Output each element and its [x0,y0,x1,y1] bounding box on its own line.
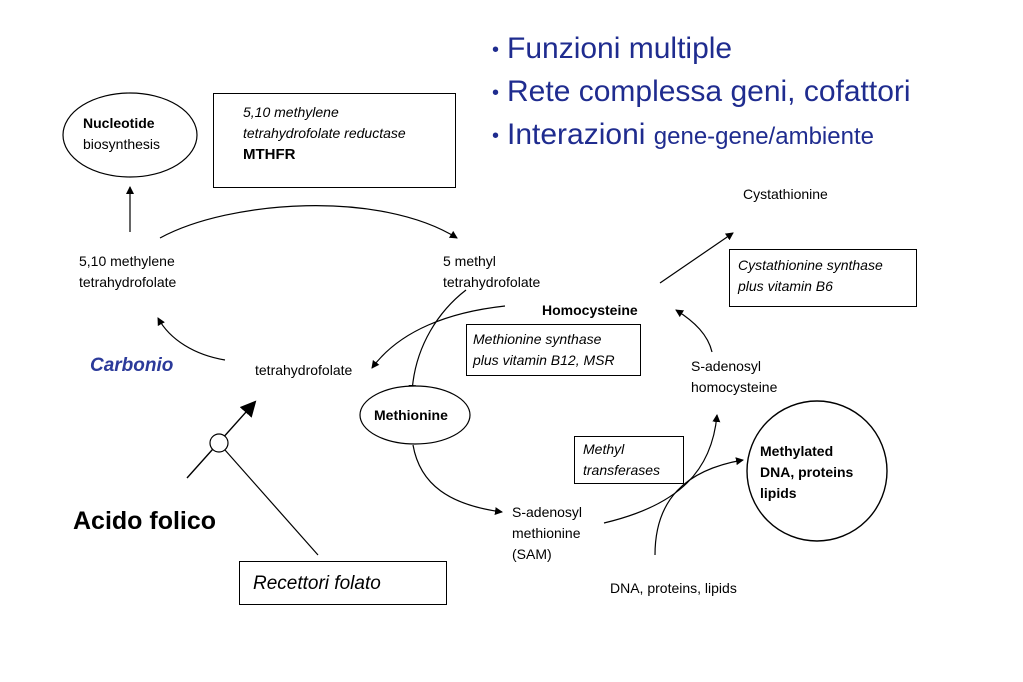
methionine-synthase-box [466,324,641,376]
sah-label: S-adenosyl homocysteine [691,358,778,395]
arrow-mthfr [159,205,458,239]
homocysteine-label: Homocysteine [542,302,638,318]
arrow-to-methylated [654,457,744,556]
methyl-transferases-box [574,436,684,484]
recettori-box [239,561,447,605]
recettori-label: Recettori folato [253,573,381,594]
receptor-line [224,449,319,556]
carbonio-label: Carbonio [90,355,174,376]
mthfr-box [213,93,456,188]
bullet-item: •Funzioni multiple [492,32,733,65]
receptor-circle [209,433,229,453]
bullet-item: •Interazioni gene-gene/ambiente [492,118,874,152]
arrow-thf-to-methylene [157,317,226,361]
methylated-ellipse [746,400,888,542]
nucleotide-label: Nucleotide biosynthesis [83,115,161,152]
mthfr-label: 5,10 methylene tetrahydrofolate reductas… [243,104,406,163]
cbs-label: Cystathionine synthase plus vitamin B6 [738,257,883,294]
methylated-label: Methylated DNA, proteins lipids [760,443,854,501]
arrow-to-thf [371,305,506,369]
arrow-to-methionine [408,289,467,393]
bullet-item: •Rete complessa geni, cofattori [492,75,911,109]
methionine-ellipse [359,385,471,445]
methylene-thf-label: 5,10 methylene tetrahydrofolate [79,253,177,290]
methyl-transferases-label: Methyl transferases [583,441,661,478]
acido-folico-label: Acido folico [73,507,217,535]
arrow-sah-to-homocysteine [675,309,713,353]
dna-proteins-lipids-label: DNA, proteins, lipids [610,580,737,596]
arrow-to-cystathionine [659,232,734,284]
bullet-list: •Funzioni multiple •Rete complessa geni,… [492,28,911,158]
arrow-methionine-to-sam [412,444,503,516]
methionine-synthase-label: Methionine synthase plus vitamin B12, MS… [473,331,615,368]
arrow-sam-to-sah [603,414,721,524]
cystathionine-label: Cystathionine [743,186,828,202]
methyl-thf-label: 5 methyl tetrahydrofolate [443,253,541,290]
sam-label: S-adenosyl methionine (SAM) [512,504,583,562]
thf-label: tetrahydrofolate [255,362,353,378]
cbs-box [729,249,917,307]
nucleotide-ellipse [62,92,198,178]
methionine-label: Methionine [374,407,448,423]
